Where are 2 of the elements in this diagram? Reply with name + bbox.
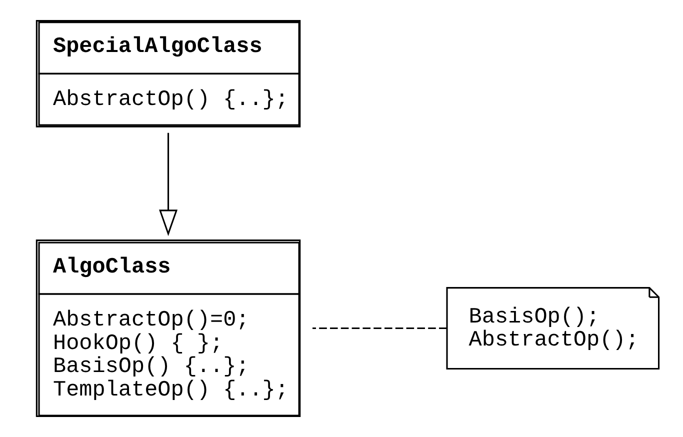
- arrow: [159, 132, 178, 236]
- connector: [312, 328, 447, 330]
